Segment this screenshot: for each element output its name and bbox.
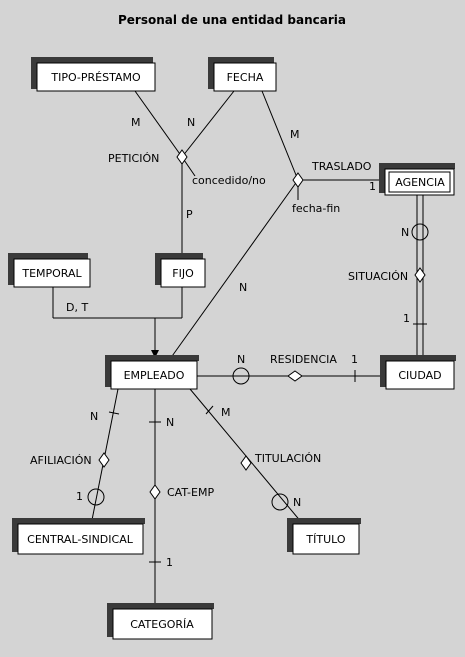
card-afil-central: 1 bbox=[76, 490, 83, 503]
entity-label: FIJO bbox=[172, 267, 194, 280]
diamond-situacion bbox=[414, 267, 426, 283]
entity-central-sindical: CENTRAL-SINDICAL bbox=[12, 518, 145, 555]
entity-categoria: CATEGORÍA bbox=[107, 603, 214, 640]
entity-fecha: FECHA bbox=[208, 57, 277, 92]
entity-ciudad: CIUDAD bbox=[380, 355, 456, 390]
card-pet-fijo: P bbox=[186, 208, 193, 221]
attr-concedido: concedido/no bbox=[192, 174, 266, 187]
circle-situacion-agencia bbox=[411, 223, 429, 241]
entity-label: AGENCIA bbox=[395, 176, 445, 189]
rel-peticion-label: PETICIÓN bbox=[108, 152, 159, 165]
entity-empleado: EMPLEADO bbox=[105, 355, 199, 390]
card-afil-empleado: N bbox=[90, 410, 98, 423]
attr-fecha-fin: fecha-fin bbox=[292, 202, 340, 215]
diamond-residencia bbox=[287, 370, 303, 382]
circle-titulacion-titulo bbox=[271, 493, 289, 511]
card-pet-fecha: N bbox=[187, 116, 195, 129]
rel-titulacion-label: TITULACIÓN bbox=[254, 452, 321, 465]
diagram-title: Personal de una entidad bancaria bbox=[118, 13, 346, 27]
rel-residencia-label: RESIDENCIA bbox=[270, 353, 337, 366]
card-tit-titulo: N bbox=[293, 496, 301, 509]
line-tipo-peticion bbox=[134, 90, 183, 158]
circle-residencia-empleado bbox=[232, 367, 250, 385]
card-tras-fecha: M bbox=[290, 128, 300, 141]
card-sit-ciudad: 1 bbox=[403, 312, 410, 325]
entity-temporal: TEMPORAL bbox=[8, 253, 91, 288]
diamond-peticion bbox=[176, 149, 188, 165]
entity-titulo: TÍTULO bbox=[287, 518, 361, 555]
entity-fijo: FIJO bbox=[155, 253, 206, 288]
card-cat-categoria: 1 bbox=[166, 556, 173, 569]
diamond-afiliacion bbox=[98, 452, 110, 468]
entity-label: EMPLEADO bbox=[124, 369, 185, 382]
card-res-ciudad: 1 bbox=[351, 353, 358, 366]
entity-label: TÍTULO bbox=[305, 533, 345, 546]
entity-tipo-prestamo: TIPO-PRÉSTAMO bbox=[31, 57, 156, 92]
card-tit-empleado: M bbox=[221, 406, 231, 419]
diamond-titulacion bbox=[240, 455, 252, 471]
rel-traslado-label: TRASLADO bbox=[311, 160, 372, 173]
card-tras-agencia: 1 bbox=[369, 180, 376, 193]
line-fecha-peticion bbox=[181, 90, 235, 158]
entity-label: CATEGORÍA bbox=[130, 618, 194, 631]
rel-afiliacion-label: AFILIACIÓN bbox=[30, 454, 92, 467]
gen-arrowhead bbox=[151, 350, 159, 358]
card-res-empleado: N bbox=[237, 353, 245, 366]
entity-label: CENTRAL-SINDICAL bbox=[27, 533, 134, 546]
entity-label: TIPO-PRÉSTAMO bbox=[50, 71, 141, 84]
entity-label: FECHA bbox=[227, 71, 264, 84]
rel-cat-emp-label: CAT-EMP bbox=[167, 486, 214, 499]
entity-label: CIUDAD bbox=[398, 369, 441, 382]
diamond-cat-emp bbox=[149, 484, 161, 500]
card-tras-empleado: N bbox=[239, 281, 247, 294]
diamond-traslado bbox=[292, 172, 304, 188]
circle-afiliacion-central bbox=[87, 488, 105, 506]
entity-label: TEMPORAL bbox=[21, 267, 82, 280]
tick-titulacion-empleado bbox=[205, 405, 214, 415]
entity-agencia: AGENCIA bbox=[379, 163, 455, 196]
card-sit-agencia: N bbox=[401, 226, 409, 239]
line-fecha-traslado bbox=[261, 90, 299, 181]
tick-afiliacion-empleado bbox=[108, 411, 120, 415]
gen-constraint-label: D, T bbox=[66, 301, 88, 314]
line-traslado-empleado bbox=[169, 179, 299, 360]
card-cat-empleado: N bbox=[166, 416, 174, 429]
card-pet-tipo: M bbox=[131, 116, 141, 129]
rel-situacion-label: SITUACIÓN bbox=[348, 270, 408, 283]
